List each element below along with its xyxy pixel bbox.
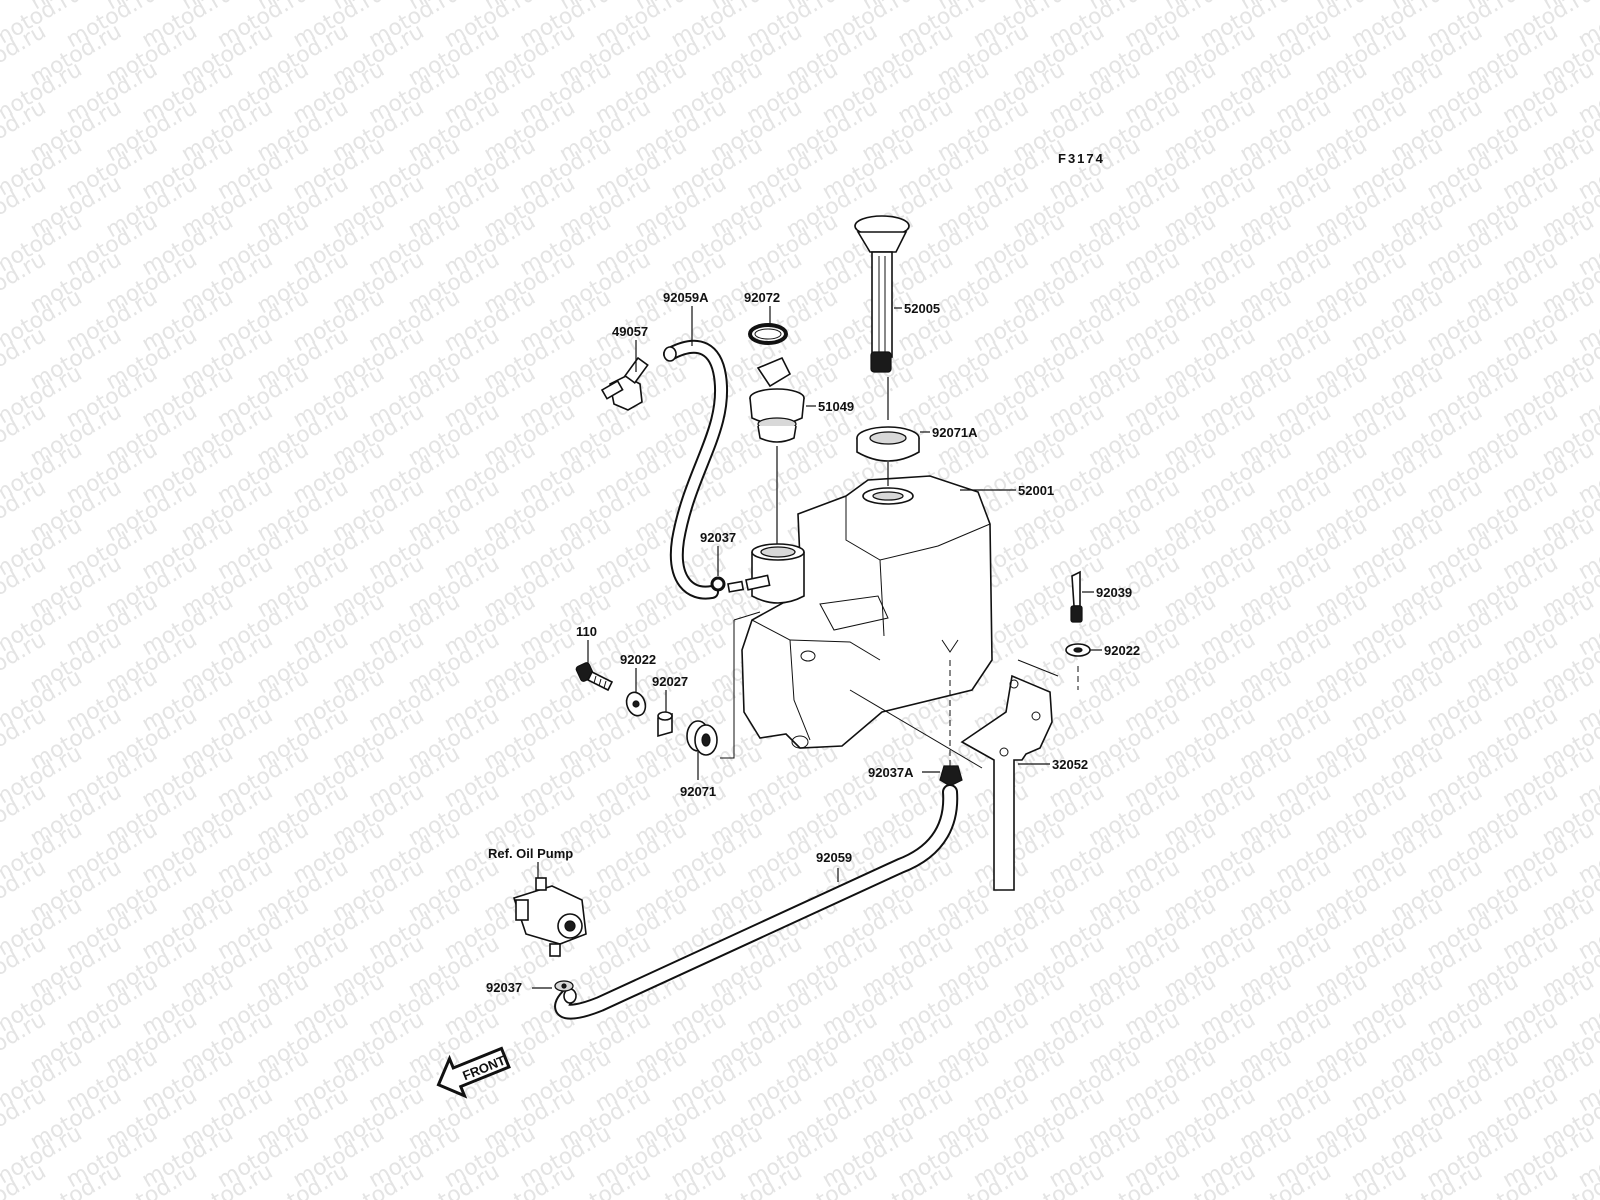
part-label-92039: 92039: [1096, 585, 1132, 600]
washer-92022-right: [1065, 643, 1091, 657]
part-label-92059a: 92059A: [663, 290, 709, 305]
part-label-32052: 32052: [1052, 757, 1088, 772]
part-label-49057: 49057: [612, 324, 648, 339]
grommet-92071a: [856, 426, 920, 462]
part-label-92027: 92027: [652, 674, 688, 689]
part-label-92071a: 92071A: [932, 425, 978, 440]
part-label-92071: 92071: [680, 784, 716, 799]
reference-label: Ref. Oil Pump: [488, 846, 573, 861]
figure-code: F3174: [1058, 151, 1105, 166]
part-label-92022-left: 92022: [620, 652, 656, 667]
part-label-110: 110: [576, 624, 597, 639]
part-label-92022-right: 92022: [1104, 643, 1140, 658]
part-label-92037-upper: 92037: [700, 530, 736, 545]
part-label-92037-lower: 92037: [486, 980, 522, 995]
clip-92037-lower: [554, 980, 574, 992]
collar-92027: [657, 711, 673, 738]
bracket-32052: [960, 674, 1053, 891]
part-label-52001: 52001: [1018, 483, 1054, 498]
part-label-92059: 92059: [816, 850, 852, 865]
pin-92039: [1070, 570, 1083, 623]
part-label-92072: 92072: [744, 290, 780, 305]
part-label-52005: 52005: [904, 301, 940, 316]
part-label-51049: 51049: [818, 399, 854, 414]
part-label-92037a: 92037A: [868, 765, 914, 780]
